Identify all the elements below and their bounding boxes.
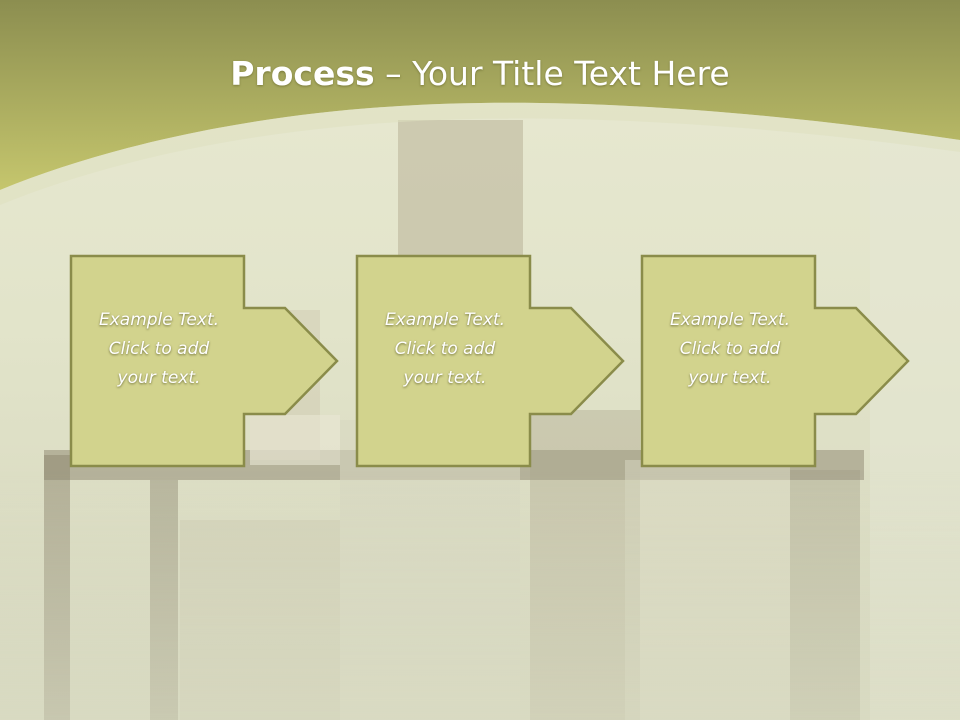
slide-title[interactable]: Process – Your Title Text Here xyxy=(0,52,960,96)
title-rest: – Your Title Text Here xyxy=(374,54,730,93)
floor-reflection-fade xyxy=(0,470,960,720)
title-bold: Process xyxy=(230,54,375,93)
header-band xyxy=(0,0,960,190)
process-step-1[interactable]: Example Text. Click to add your text. xyxy=(69,254,339,468)
step-1-text[interactable]: Example Text. Click to add your text. xyxy=(98,310,220,388)
process-step-3[interactable]: Example Text. Click to add your text. xyxy=(640,254,910,468)
step-1-arrow-shape xyxy=(69,254,339,468)
step-2-text[interactable]: Example Text. Click to add your text. xyxy=(384,310,506,388)
header-curve-highlight xyxy=(0,102,960,205)
process-step-2[interactable]: Example Text. Click to add your text. xyxy=(355,254,625,468)
step-3-text[interactable]: Example Text. Click to add your text. xyxy=(669,310,791,388)
step-2-arrow-shape xyxy=(355,254,625,468)
step-3-arrow-shape xyxy=(640,254,910,468)
